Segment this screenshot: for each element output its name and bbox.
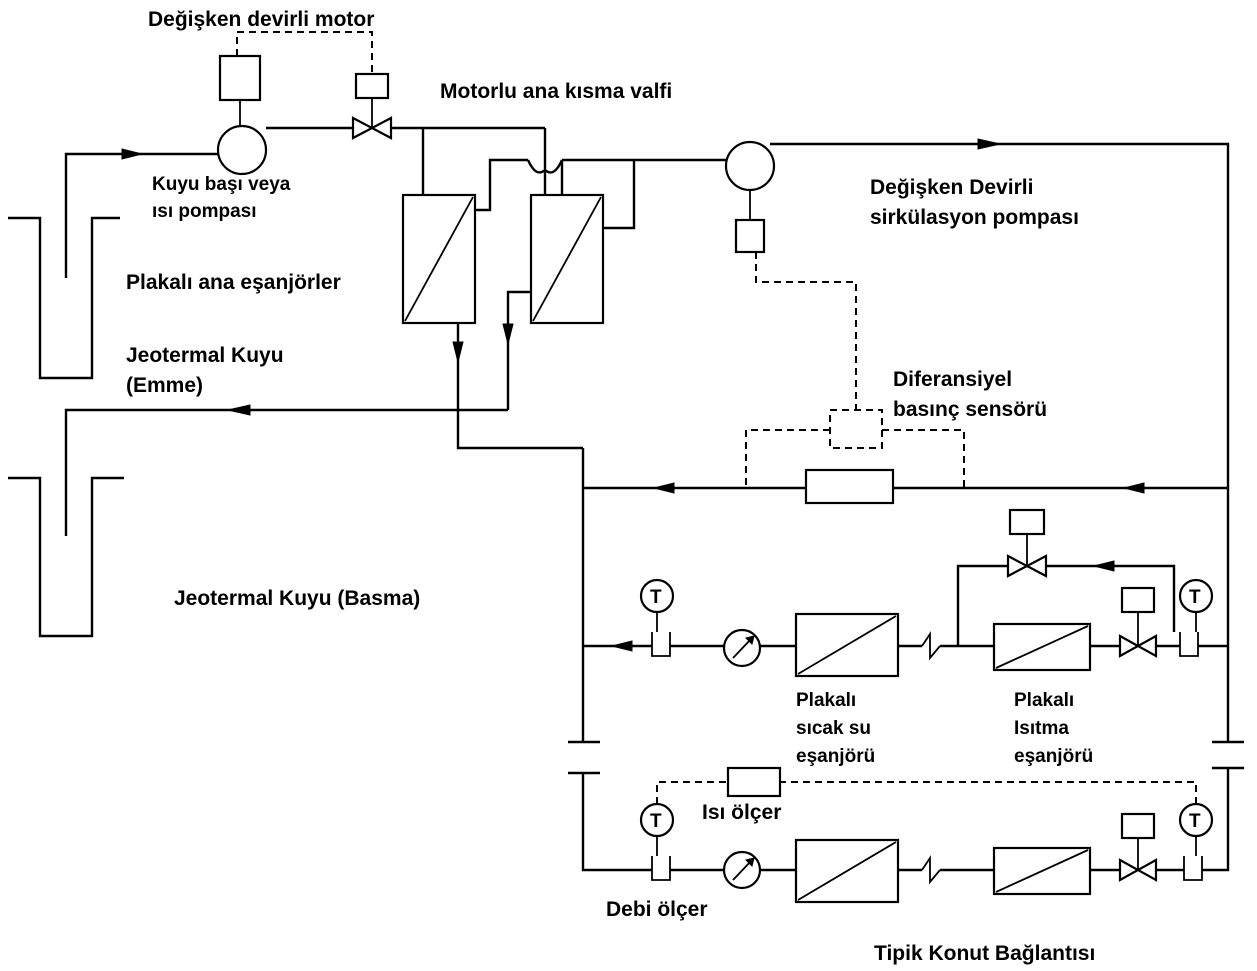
check-valve-icon: [921, 855, 941, 885]
variable-speed-motor-box: [218, 54, 262, 102]
label-diff-pressure-2: basınç sensörü: [893, 398, 1047, 421]
label-variable-speed-motor: Değişken devirli motor: [148, 8, 374, 31]
label-production-well-2: (Emme): [126, 374, 203, 397]
bypass-element-box: [804, 468, 895, 505]
diff-pressure-sensor-box: [829, 409, 883, 449]
main-plate-exchanger-1: [401, 128, 477, 325]
motorized-throttle-valve: [351, 72, 393, 140]
flow-arrow-icon: [611, 640, 633, 652]
label-flow-meter: Debi ölçer: [606, 898, 708, 921]
main-plate-exchanger-2: [529, 193, 605, 325]
label-heating-exchanger-3: eşanjörü: [1014, 746, 1093, 767]
flow-arrow-icon: [121, 148, 143, 160]
label-main-plate-exchangers: Plakalı ana eşanjörler: [126, 271, 341, 294]
circulation-pump-icon: [724, 140, 776, 192]
motor-control-dashed-line: [236, 31, 373, 74]
label-motorized-throttle-valve: Motorlu ana kısma valfi: [440, 80, 672, 103]
temp-sensor-letter: T: [1189, 587, 1201, 608]
heat-meter-dashed-line: [656, 781, 1197, 804]
label-dhw-exchanger-3: eşanjörü: [796, 746, 875, 767]
label-wellhead-pump-1: Kuyu başı veya: [152, 174, 291, 195]
label-dhw-exchanger-2: sıcak su: [796, 718, 871, 739]
temp-sensor-letter: T: [650, 811, 662, 832]
label-circulation-pump-1: Değişken Devirli: [870, 176, 1033, 199]
label-circulation-pump-2: sirkülasyon pompası: [870, 206, 1079, 229]
pump-control-dashed-line: [755, 252, 857, 410]
production-well: [8, 148, 220, 380]
consumer-branch-2: [639, 766, 1214, 904]
temp-sensor-letter: T: [1189, 811, 1201, 832]
temp-sensor-letter: T: [650, 587, 662, 608]
label-heat-meter: Isı ölçer: [702, 801, 781, 824]
flow-arrow-icon: [977, 138, 1001, 150]
wellhead-pump-icon: [216, 124, 268, 176]
flow-arrow-icon: [502, 323, 514, 345]
heat-meter-box: [726, 766, 782, 798]
consumer-branch-1: [583, 508, 1228, 678]
flow-arrow-icon: [452, 341, 464, 363]
circulation-pump: [724, 140, 776, 254]
label-heating-exchanger-2: Isıtma: [1014, 718, 1069, 739]
wellhead-pump: [216, 54, 545, 176]
label-typical-connection: Tipik Konut Bağlantısı: [874, 942, 1095, 965]
label-diff-pressure-1: Diferansiyel: [893, 368, 1012, 391]
check-valve-icon: [921, 631, 941, 661]
label-heating-exchanger-1: Plakalı: [1014, 690, 1074, 711]
label-wellhead-pump-2: ısı pompası: [152, 201, 257, 222]
label-dhw-exchanger-1: Plakalı: [796, 690, 856, 711]
injection-well: [8, 404, 508, 638]
flow-arrow-icon: [227, 404, 251, 416]
flow-arrow-icon: [1123, 482, 1145, 494]
flow-arrow-icon: [1093, 560, 1115, 572]
label-injection-well: Jeotermal Kuyu (Basma): [174, 587, 420, 610]
flow-arrow-icon: [653, 482, 675, 494]
label-production-well-1: Jeotermal Kuyu: [126, 344, 284, 367]
